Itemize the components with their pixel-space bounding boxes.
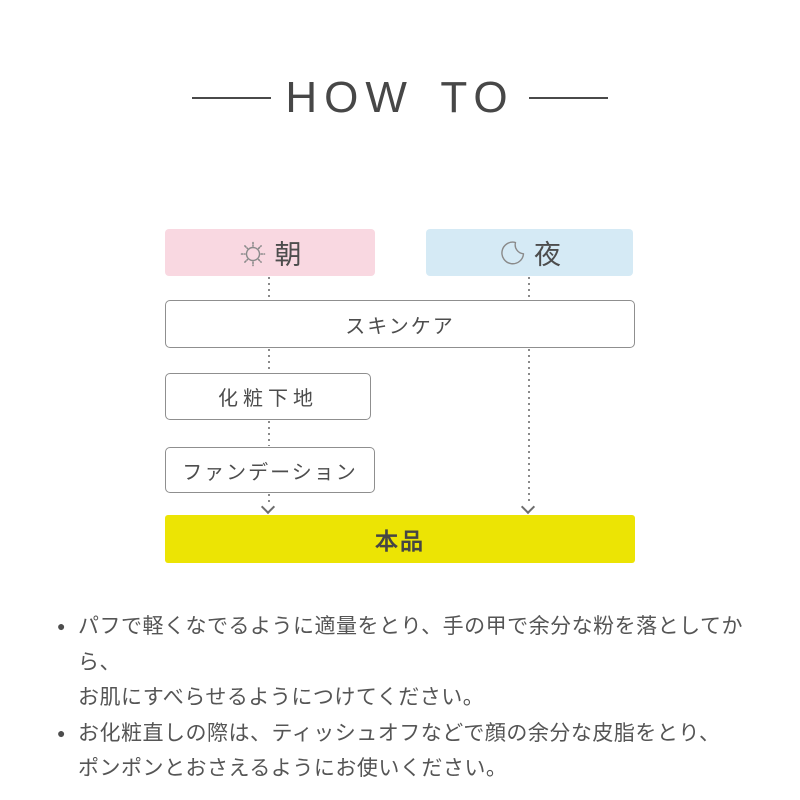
step-foundation: ファンデーション: [165, 447, 375, 493]
bullet-icon: ●: [57, 724, 66, 741]
arrow-down-right-icon: [520, 499, 536, 515]
step-foundation-label: ファンデーション: [182, 461, 358, 484]
step-makeup-base-label: 化粧下地: [218, 388, 318, 410]
night-label: 夜: [534, 240, 562, 270]
step-makeup-base: 化粧下地: [165, 373, 371, 420]
arrow-down-left-icon: [260, 499, 276, 515]
moon-icon: [497, 238, 527, 268]
product-label: 本品: [375, 528, 425, 554]
step-skincare: スキンケア: [165, 300, 635, 348]
usage-note-text: お化粧直しの際は、ティッシュオフなどで顔の余分な皮脂をとり、 ポンポンとおさえる…: [78, 721, 721, 781]
product-bar: 本品: [165, 515, 635, 563]
bullet-icon: ●: [57, 618, 66, 634]
morning-label: 朝: [274, 240, 303, 270]
connector-night-skincare: [528, 277, 530, 299]
step-skincare-label: スキンケア: [345, 315, 455, 338]
night-box: 夜: [426, 229, 633, 276]
header-rule-right: [528, 97, 608, 99]
sun-icon: [238, 238, 268, 268]
connector-foundation-product: [268, 494, 270, 503]
morning-box: 朝: [165, 229, 375, 276]
connector-morning-skincare: [268, 277, 270, 299]
page-title: HOW TO: [285, 73, 515, 122]
header-rule-left: [192, 97, 272, 99]
header: HOW TO: [0, 70, 800, 126]
connector-skincare-base: [268, 349, 270, 372]
connector-skincare-product: [528, 349, 530, 503]
usage-notes: ● パフで軽くなでるように適量をとり、手の甲で余分な粉を落としてから、 お肌にす…: [57, 609, 757, 787]
usage-note-text: パフで軽くなでるように適量をとり、手の甲で余分な粉を落としてから、 お肌にすべら…: [78, 615, 744, 709]
usage-note-touchup: ● お化粧直しの際は、ティッシュオフなどで顔の余分な皮脂をとり、 ポンポンとおさ…: [57, 716, 757, 787]
connector-base-foundation: [268, 421, 270, 446]
usage-note-application: ● パフで軽くなでるように適量をとり、手の甲で余分な粉を落としてから、 お肌にす…: [57, 609, 757, 716]
